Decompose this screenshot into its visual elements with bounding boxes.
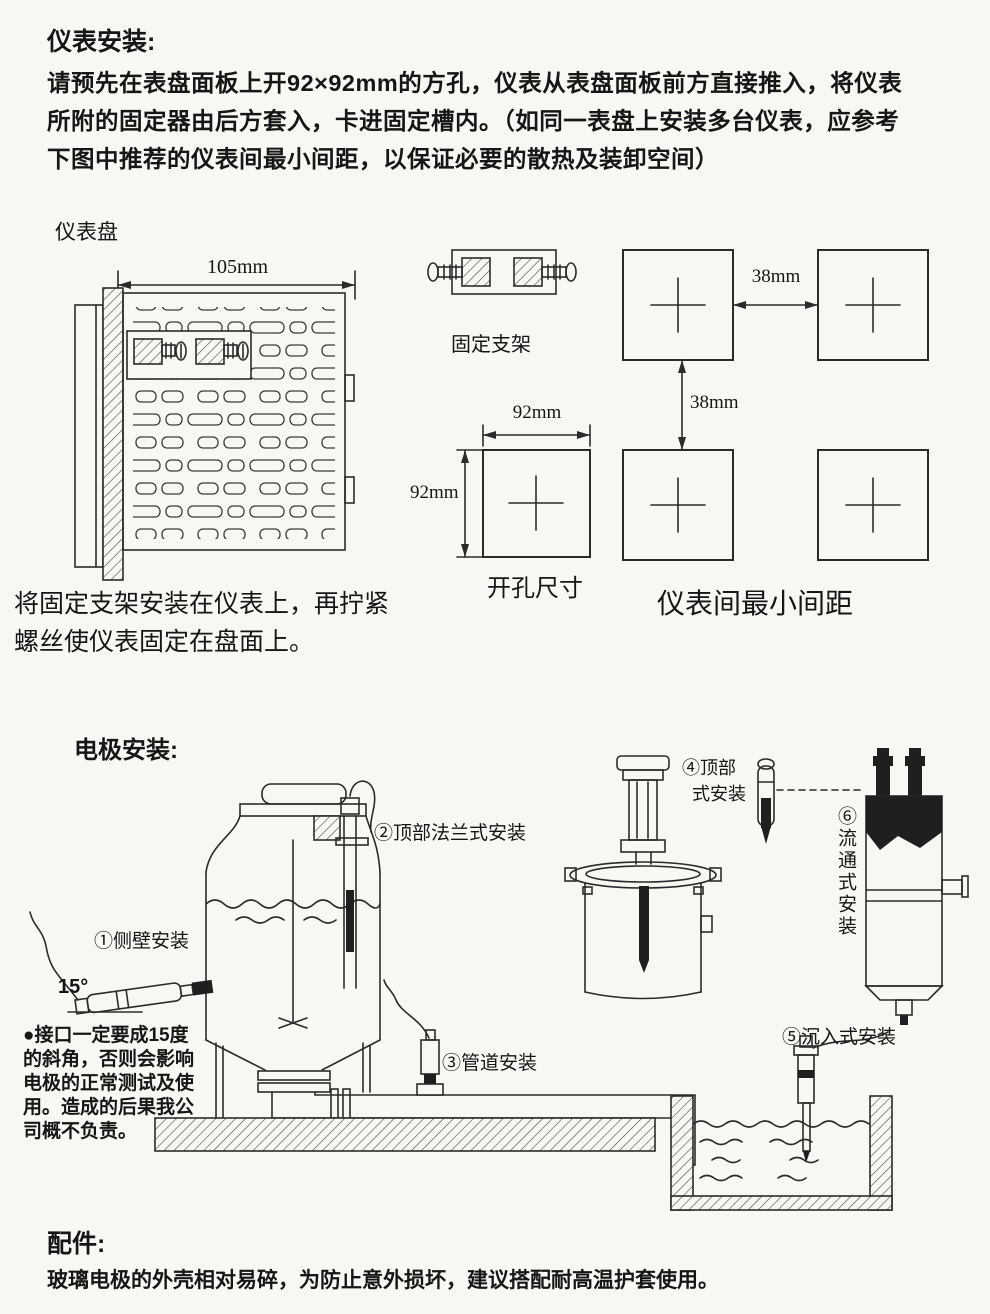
instrument-side-view (74, 287, 355, 581)
electrode-top-type (757, 758, 864, 844)
fixing-bracket-view (427, 249, 577, 295)
warning-line-2: 的斜角，否则会影响 (23, 1049, 195, 1070)
electrode-pipeline (383, 979, 444, 1096)
electrode-side-wall (29, 911, 214, 1015)
warning-line-1: ●接口一定要成15度 (23, 1025, 189, 1046)
label-top-install-line-1: ④顶部 (682, 758, 736, 778)
ground-hatch (154, 1117, 656, 1152)
warning-line-4: 用。造成的后果我公 (23, 1097, 195, 1118)
dim-92-top-label: 92mm (512, 402, 562, 423)
label-flow-through-install: ⑥流通式安装 (835, 806, 856, 938)
label-top-flange-install: ②顶部法兰式安装 (374, 823, 527, 844)
spacing-caption: 仪表间最小间距 (657, 589, 854, 620)
hole-size-view (456, 424, 591, 558)
warning-line-3: 电极的正常测试及使 (23, 1073, 195, 1094)
section-title-accessories: 配件: (47, 1230, 106, 1258)
instrument-install-diagram (74, 249, 929, 581)
panel-label: 仪表盘 (55, 220, 118, 244)
bracket-label: 固定支架 (451, 334, 531, 356)
dim-92-left-label: 92mm (410, 482, 459, 503)
flow-cell (864, 748, 969, 1025)
vessel-top-mount (564, 755, 722, 1000)
electrode-top-flange (335, 780, 376, 989)
label-top-install-line-2: 式安装 (692, 784, 746, 804)
label-pipeline-install: ③管道安装 (442, 1053, 538, 1074)
hole-caption: 开孔尺寸 (487, 576, 583, 602)
label-submerged-install: ⑤沉入式安装 (782, 1027, 897, 1048)
water-tank (670, 1095, 893, 1211)
paragraph-line-3: 下图中推荐的仪表间最小间距，以保证必要的散热及装卸空间） (47, 146, 719, 172)
gap-38-vertical-label: 38mm (690, 392, 739, 413)
electrode-install-diagram (29, 748, 969, 1211)
electrode-submerged (793, 1031, 889, 1163)
tank-drawing (205, 783, 381, 1119)
warning-line-5: 司概不负责。 (23, 1121, 138, 1142)
section-title-electrode-install: 电极安装: (74, 737, 178, 764)
accessories-text: 玻璃电极的外壳相对易碎，为防止意外损坏，建议搭配耐高温护套使用。 (47, 1269, 719, 1292)
paragraph-line-2: 所附的固定器由后方套入，卡进固定槽内。（如同一表盘上安装多台仪表，应参考 (47, 108, 900, 134)
paragraph-line-1: 请预先在表盘面板上开92×92mm的方孔，仪表从表盘面板前方直接推入，将仪表 (47, 70, 903, 96)
mount-note-line-2: 螺丝使仪表固定在盘面上。 (14, 629, 315, 656)
label-angle-15: 15° (58, 976, 89, 998)
min-spacing-view (622, 249, 929, 561)
dim-105-label: 105mm (206, 256, 269, 278)
mount-note-line-1: 将固定支架安装在仪表上，再拧紧 (14, 591, 390, 618)
gap-38-horizontal-label: 38mm (751, 266, 801, 287)
label-side-wall-install: ①侧壁安装 (94, 931, 190, 952)
section-title-instrument-install: 仪表安装: (47, 28, 156, 56)
